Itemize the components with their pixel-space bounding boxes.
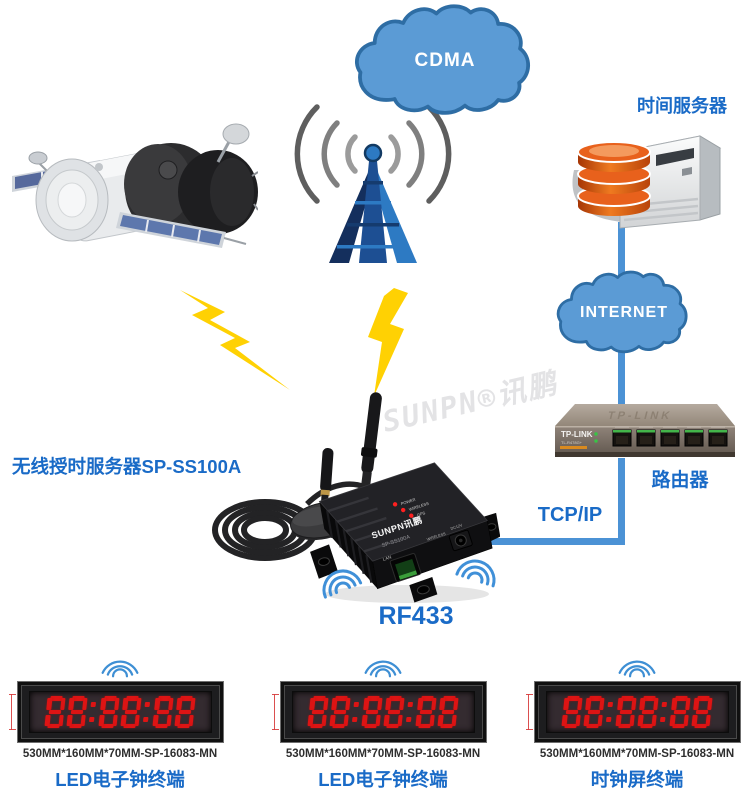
wifi-signal-icon (618, 660, 656, 678)
status-leds: POWER WIRELESS GPS (392, 497, 430, 518)
lan-port-label: LAN (382, 554, 392, 561)
dimension-text: 530MM*160MM*70MM-SP-16083-MN (22, 748, 218, 760)
router-led (594, 439, 598, 443)
led-label-wireless: WIRELESS (408, 501, 430, 512)
cdma-cloud (355, 4, 531, 115)
clock-panel (291, 691, 475, 733)
lightning-bolt-icon (368, 288, 408, 396)
top-dish-antenna (216, 123, 250, 163)
wireless-port-label: WIRELESS (426, 532, 446, 542)
clock-panel (28, 691, 212, 733)
router-embossed-brand: TP-LINK (606, 410, 673, 422)
router-illustration: TP-LINK TP-LINK TL-R478G+ (555, 404, 735, 457)
seg-digits (307, 696, 459, 728)
connector-server-internet (618, 222, 625, 286)
internet-label: INTERNET (580, 304, 668, 321)
connector-tcpip-horizontal (464, 538, 625, 545)
tower-lattice (329, 143, 417, 263)
radio-tower-icon (294, 104, 452, 263)
time-server-illustration (572, 135, 722, 229)
time-server-device: POWER WIRELESS GPS SUNPN讯鹏 SP-SS100A LAN… (212, 392, 500, 603)
cdma-label: CDMA (414, 50, 476, 71)
router-brand: TP-LINK (561, 430, 593, 439)
solar-panel-right (116, 212, 247, 248)
led-clock-display (525, 681, 741, 743)
led-clock-display (8, 681, 224, 743)
database-stack (577, 141, 651, 216)
tcpip-label: TCP/IP (537, 504, 603, 526)
router-led (594, 432, 598, 436)
wifi-signal-icon (101, 660, 139, 678)
connector-router-down (618, 458, 625, 545)
lan-port: LAN (382, 553, 422, 582)
satellite-illustration (12, 123, 258, 248)
lightning-bolt-icon (180, 290, 290, 390)
internet-cloud (556, 270, 688, 354)
led-label-gps: GPS (416, 510, 426, 517)
small-dish (28, 151, 48, 165)
seg-digits (561, 696, 713, 728)
time-server-label: 时间服务器 (637, 96, 727, 116)
orbital-module (35, 151, 169, 242)
terminal-label: 时钟屏终端 (590, 769, 684, 790)
clock-terminal-3: 530MM*160MM*70MM-SP-16083-MN 时钟屏终端 (524, 652, 750, 792)
signal-arcs (294, 104, 452, 204)
gps-cable (305, 481, 366, 506)
dimension-annotation (271, 694, 280, 730)
terminal-label: LED电子钟终端 (55, 769, 185, 790)
wifi-signal-icon (322, 569, 363, 599)
clock-terminal-2: 530MM*160MM*70MM-SP-16083-MN LED电子钟终端 (270, 652, 496, 792)
clock-panel (545, 691, 729, 733)
short-antenna-icon (320, 447, 334, 504)
router-label: 路由器 (651, 470, 709, 491)
dimension-annotation (8, 694, 17, 730)
dc-power-jack: WIRELESS DC12V (426, 523, 473, 552)
dimension-annotation (525, 694, 534, 730)
tall-antenna-icon (360, 392, 382, 487)
router-model: TL-R478G+ (561, 440, 583, 445)
led-clock-display (271, 681, 487, 743)
router-top (555, 404, 735, 426)
ethernet-ports (612, 426, 728, 447)
wifi-signal-icon (455, 559, 496, 588)
clock-terminal-1: 530MM*160MM*70MM-SP-16083-MN LED电子钟终端 (8, 652, 232, 792)
instrument-module (178, 150, 258, 234)
dimension-text: 530MM*160MM*70MM-SP-16083-MN (539, 748, 735, 760)
dimension-text: 530MM*160MM*70MM-SP-16083-MN (285, 748, 481, 760)
terminal-label: LED电子钟终端 (318, 769, 448, 790)
led-label-power: POWER (400, 497, 416, 506)
wifi-signal-icon (364, 660, 402, 678)
device-box: POWER WIRELESS GPS SUNPN讯鹏 SP-SS100A LAN… (310, 462, 500, 603)
rf433-label: RF433 (378, 602, 454, 630)
dc-port-label: DC12V (450, 523, 463, 531)
wireless-server-label: 无线授时服务器SP-SS100A (12, 456, 242, 477)
router-orange-tagline (560, 446, 587, 449)
connector-internet-router (618, 348, 625, 414)
seg-digits (44, 696, 196, 728)
